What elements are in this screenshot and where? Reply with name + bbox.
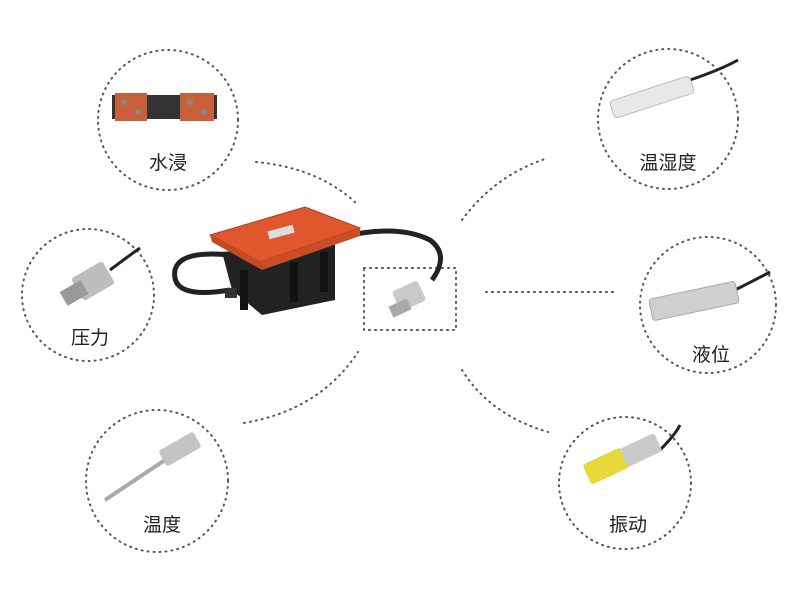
liquid-level-sensor-image (648, 270, 771, 321)
connector-temp-humidity (461, 157, 549, 221)
connected-pressure-sensor (388, 281, 426, 318)
connector-temperature (243, 351, 359, 424)
circle-liquid-level (639, 236, 777, 374)
circle-pressure (21, 228, 155, 362)
label-vibration: 振动 (608, 514, 647, 536)
circle-temp-humidity (597, 48, 739, 190)
label-liquid-level: 液位 (691, 344, 730, 366)
label-temp-humidity: 温湿度 (639, 152, 697, 174)
temp-humidity-sensor-image (609, 58, 739, 118)
water-leak-sensor-image (112, 93, 217, 121)
gateway-device (172, 206, 443, 315)
vibration-sensor-image (583, 424, 682, 484)
temperature-sensor-image (103, 432, 201, 502)
circle-water-leak (97, 49, 239, 191)
label-pressure: 压力 (70, 327, 109, 349)
pressure-sensor-image (59, 246, 141, 306)
label-temperature: 温度 (142, 514, 181, 536)
highlight-box (363, 267, 457, 331)
connector-water-leak (255, 161, 359, 206)
circle-temperature (85, 409, 229, 553)
connector-vibration (461, 369, 549, 433)
label-water-leak: 水浸 (148, 152, 187, 174)
circle-vibration (558, 416, 692, 550)
